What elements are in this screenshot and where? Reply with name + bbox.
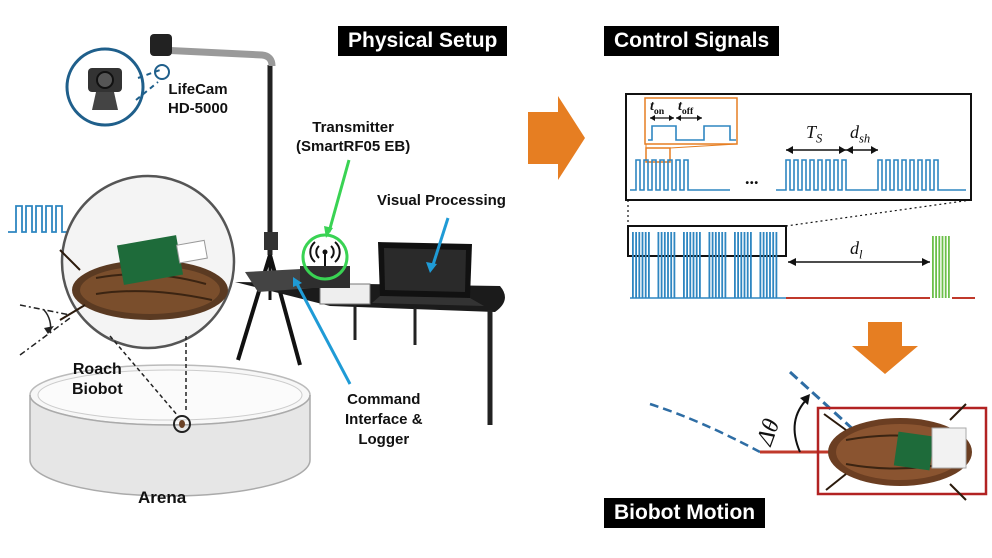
header-physical-setup: Physical Setup	[338, 26, 508, 56]
transmitter-label-line2: (SmartRF05 EB)	[296, 138, 411, 155]
burst-bar	[638, 232, 641, 298]
burst-bar	[708, 232, 711, 298]
burst-bar	[692, 232, 695, 298]
burst-bar	[714, 232, 717, 298]
burst-bar	[641, 232, 644, 298]
burst-bar	[746, 232, 749, 298]
transmitter-callout-arrow	[327, 159, 351, 233]
flow-arrow-right	[528, 96, 585, 180]
stop-pulse-bar	[932, 236, 934, 298]
roach-location-marker	[173, 415, 191, 433]
stop-pulse	[932, 236, 950, 298]
arena	[29, 364, 311, 497]
burst-bar	[765, 232, 768, 298]
burst-bar	[759, 232, 762, 298]
command-label-line2: Interface &	[345, 411, 423, 428]
turn-angle-lines	[19, 304, 71, 356]
burst-bar	[721, 232, 724, 298]
burst-bar	[718, 232, 720, 298]
visual-processing-callout-arrow	[430, 217, 450, 269]
burst-pulse-train	[630, 159, 730, 191]
burst-bar	[772, 232, 775, 298]
stop-pulse-bar	[935, 236, 937, 298]
burst-bar	[660, 232, 663, 298]
burst-bar	[644, 232, 647, 298]
burst-bar	[648, 232, 650, 298]
burst-bar	[724, 232, 727, 298]
command-interface-label: Command Interface & Logger	[345, 390, 423, 450]
burst-bar	[743, 232, 746, 298]
burst-bar	[683, 232, 685, 298]
t-on-label: ton	[650, 99, 665, 117]
burst-bar	[734, 232, 736, 298]
burst-bar	[769, 232, 771, 298]
burst-group-box	[627, 225, 787, 257]
burst-bar	[762, 232, 765, 298]
lifecam-label-line2: HD-5000	[168, 100, 229, 117]
arena-label: Arena	[138, 488, 187, 507]
stop-pulse-bar	[944, 236, 947, 298]
transmitter-label-line1: Transmitter	[312, 119, 394, 136]
burst-bar	[750, 232, 752, 298]
burst-bar	[673, 232, 676, 298]
ts-label: TS	[806, 122, 823, 146]
command-callout-arrow	[294, 281, 352, 385]
burst-bar	[632, 232, 634, 298]
burst-bar	[663, 232, 666, 298]
burst-groups	[630, 232, 786, 299]
t-off-label: toff	[678, 99, 694, 117]
roach-label-line2: Biobot	[72, 381, 123, 398]
zoomed-pulse	[648, 125, 736, 141]
burst-bar	[635, 232, 637, 298]
burst-bar	[699, 232, 701, 298]
inset-leader-line	[109, 335, 179, 417]
burst-bar	[737, 232, 739, 298]
transmitter-board	[245, 233, 350, 292]
ellipsis-label: ...	[745, 168, 759, 188]
burst-bar	[667, 232, 669, 298]
dsh-label: dsh	[850, 122, 871, 146]
transmitter-label: Transmitter (SmartRF05 EB)	[296, 118, 410, 156]
burst-bar	[740, 232, 743, 298]
wireless-signal-icon	[309, 241, 341, 266]
header-control-signals: Control Signals	[604, 26, 780, 56]
roach-label-line1: Roach	[72, 361, 122, 378]
roach-inset	[59, 174, 236, 350]
roach-biobot-label: Roach Biobot	[72, 360, 123, 400]
flow-arrow-down	[852, 322, 918, 374]
burst-bar	[689, 232, 692, 298]
lifecam-label: LifeCam HD-5000	[168, 80, 228, 118]
visual-processing-label: Visual Processing	[377, 192, 506, 209]
stop-pulse-bar	[938, 236, 941, 298]
burst-bar	[657, 232, 660, 298]
webcam-icon	[65, 47, 170, 127]
lifecam-label-line1: LifeCam	[168, 81, 228, 98]
burst-bar	[775, 232, 778, 298]
burst-bar	[670, 232, 673, 298]
burst-bar	[686, 232, 688, 298]
stop-pulse-bar	[948, 236, 950, 298]
header-biobot-motion: Biobot Motion	[604, 498, 766, 528]
cockroach-icon	[823, 403, 972, 501]
laptop-icon	[372, 242, 484, 306]
burst-bar	[695, 232, 698, 298]
dl-label: dl	[850, 238, 863, 262]
burst-bar	[711, 232, 714, 298]
stop-pulse-bar	[941, 236, 944, 298]
command-label-line1: Command	[347, 391, 421, 408]
command-label-line3: Logger	[358, 431, 410, 448]
